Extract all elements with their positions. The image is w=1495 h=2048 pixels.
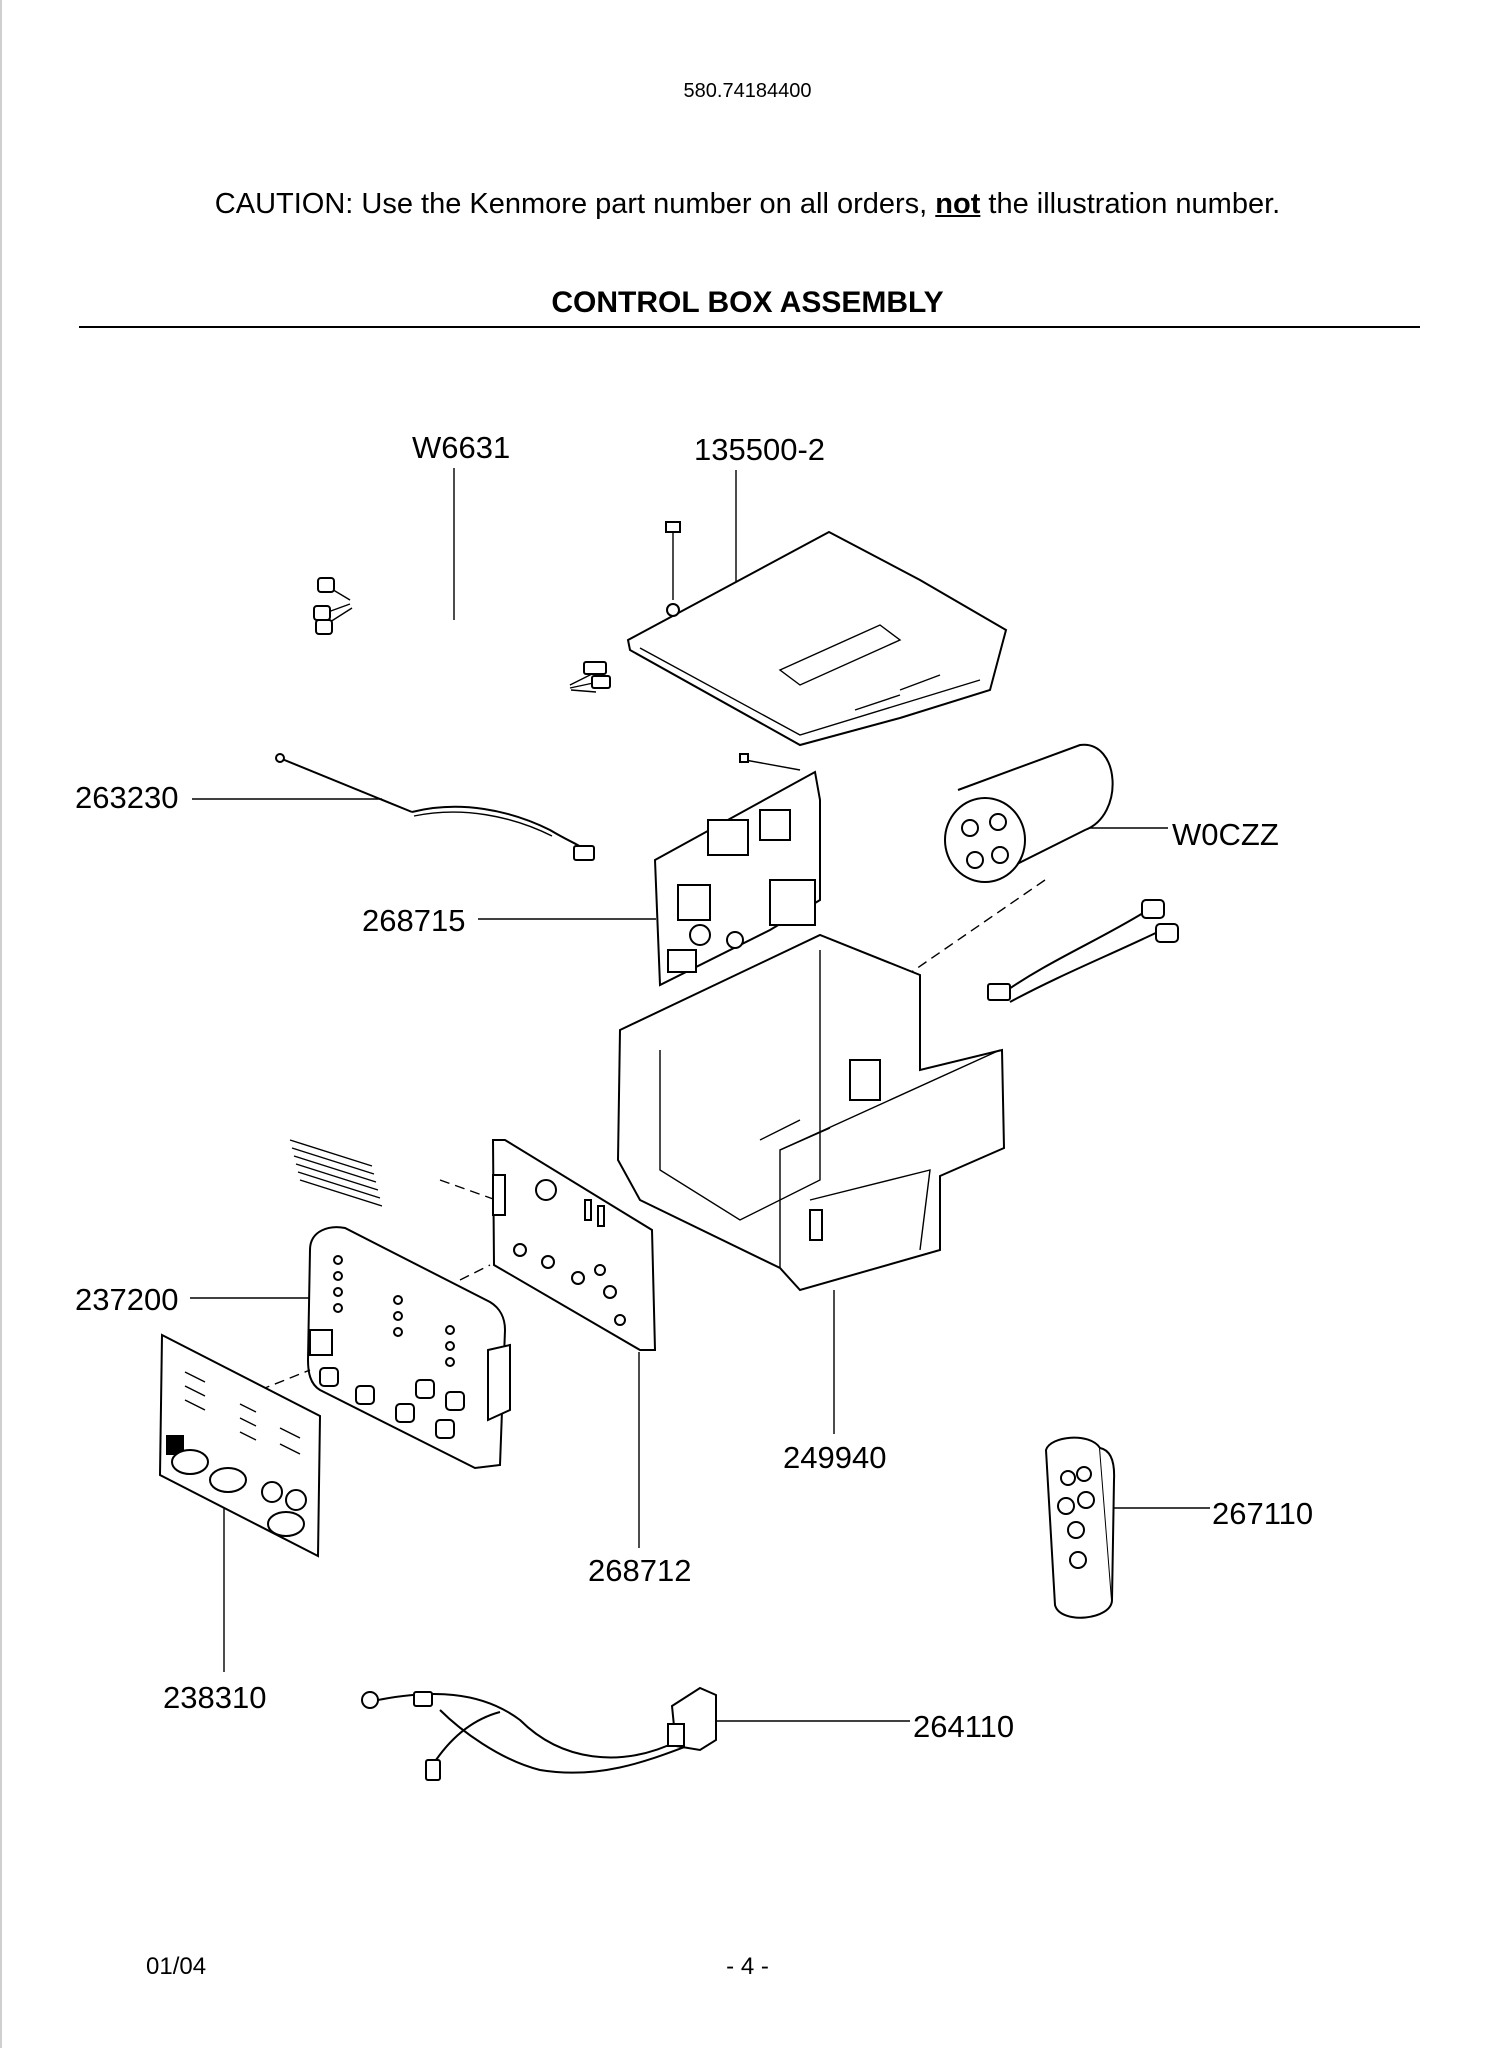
- title-rule: [79, 326, 1420, 328]
- part-label-249940: 249940: [783, 1440, 886, 1475]
- part-label-263230: 263230: [75, 780, 178, 815]
- page-edge: [0, 0, 2, 2048]
- front-panel-237200: [259, 1226, 511, 1470]
- part-label-268712: 268712: [588, 1553, 691, 1588]
- control-box-housing-249940: [616, 933, 1006, 1292]
- part-label-238310: 238310: [163, 1680, 266, 1715]
- part-label-264110: 264110: [913, 1709, 1014, 1744]
- wire-harness-w6631: [313, 577, 611, 703]
- power-cord-264110: [361, 1686, 717, 1781]
- part-label-w6631: W6631: [412, 430, 510, 465]
- ribbon-cable: [289, 1139, 497, 1207]
- caution-prefix: CAUTION: Use the Kenmore part number on …: [214, 188, 936, 220]
- caution-emphasis: not: [935, 188, 981, 220]
- main-board-268715: [653, 753, 821, 987]
- overlay-display-window: [166, 1435, 184, 1455]
- section-title: CONTROL BOX ASSEMBLY: [551, 286, 944, 319]
- control-box-cover-135500-2: [626, 521, 1008, 747]
- caution-suffix: the illustration number.: [980, 188, 1281, 220]
- sensor-wire-263230: [275, 753, 595, 861]
- overlay-label-238310: [158, 1333, 322, 1558]
- part-label-267110: 267110: [1212, 1496, 1313, 1531]
- remote-control-267110: [1044, 1436, 1116, 1619]
- capacitor-w0czz: [899, 743, 1114, 981]
- footer-date: 01/04: [146, 1953, 207, 1980]
- capacitor-leads: [987, 899, 1179, 1003]
- display-board-268712: [459, 1139, 657, 1351]
- part-label-135500-2: 135500-2: [694, 432, 825, 467]
- model-number: 580.74184400: [683, 80, 812, 102]
- footer-page-number: - 4 -: [726, 1953, 769, 1980]
- caution-notice: CAUTION: Use the Kenmore part number on …: [0, 188, 1495, 221]
- part-label-268715: 268715: [362, 903, 465, 938]
- part-label-237200: 237200: [75, 1282, 178, 1317]
- part-label-w0czz: W0CZZ: [1172, 817, 1279, 852]
